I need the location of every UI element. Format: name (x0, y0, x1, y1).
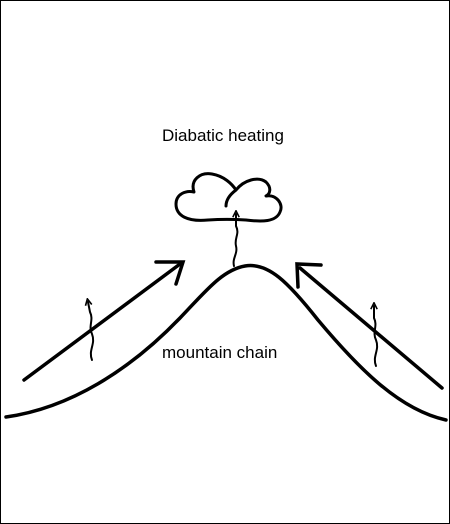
mountain-outline (4, 263, 448, 422)
left-upslope-arrow (22, 262, 182, 382)
left-heating-arrow (88, 302, 95, 361)
right-heating-arrow (374, 306, 379, 367)
left-upslope-arrowhead (154, 260, 186, 286)
right-upslope-arrowhead (295, 262, 323, 289)
right-upslope-arrow (298, 266, 444, 390)
mountain-chain-label: mountain chain (162, 343, 278, 362)
summit-heating-arrow (234, 214, 238, 267)
cloud-shape (174, 172, 283, 223)
diabatic-heating-label: Diabatic heating (162, 126, 284, 145)
